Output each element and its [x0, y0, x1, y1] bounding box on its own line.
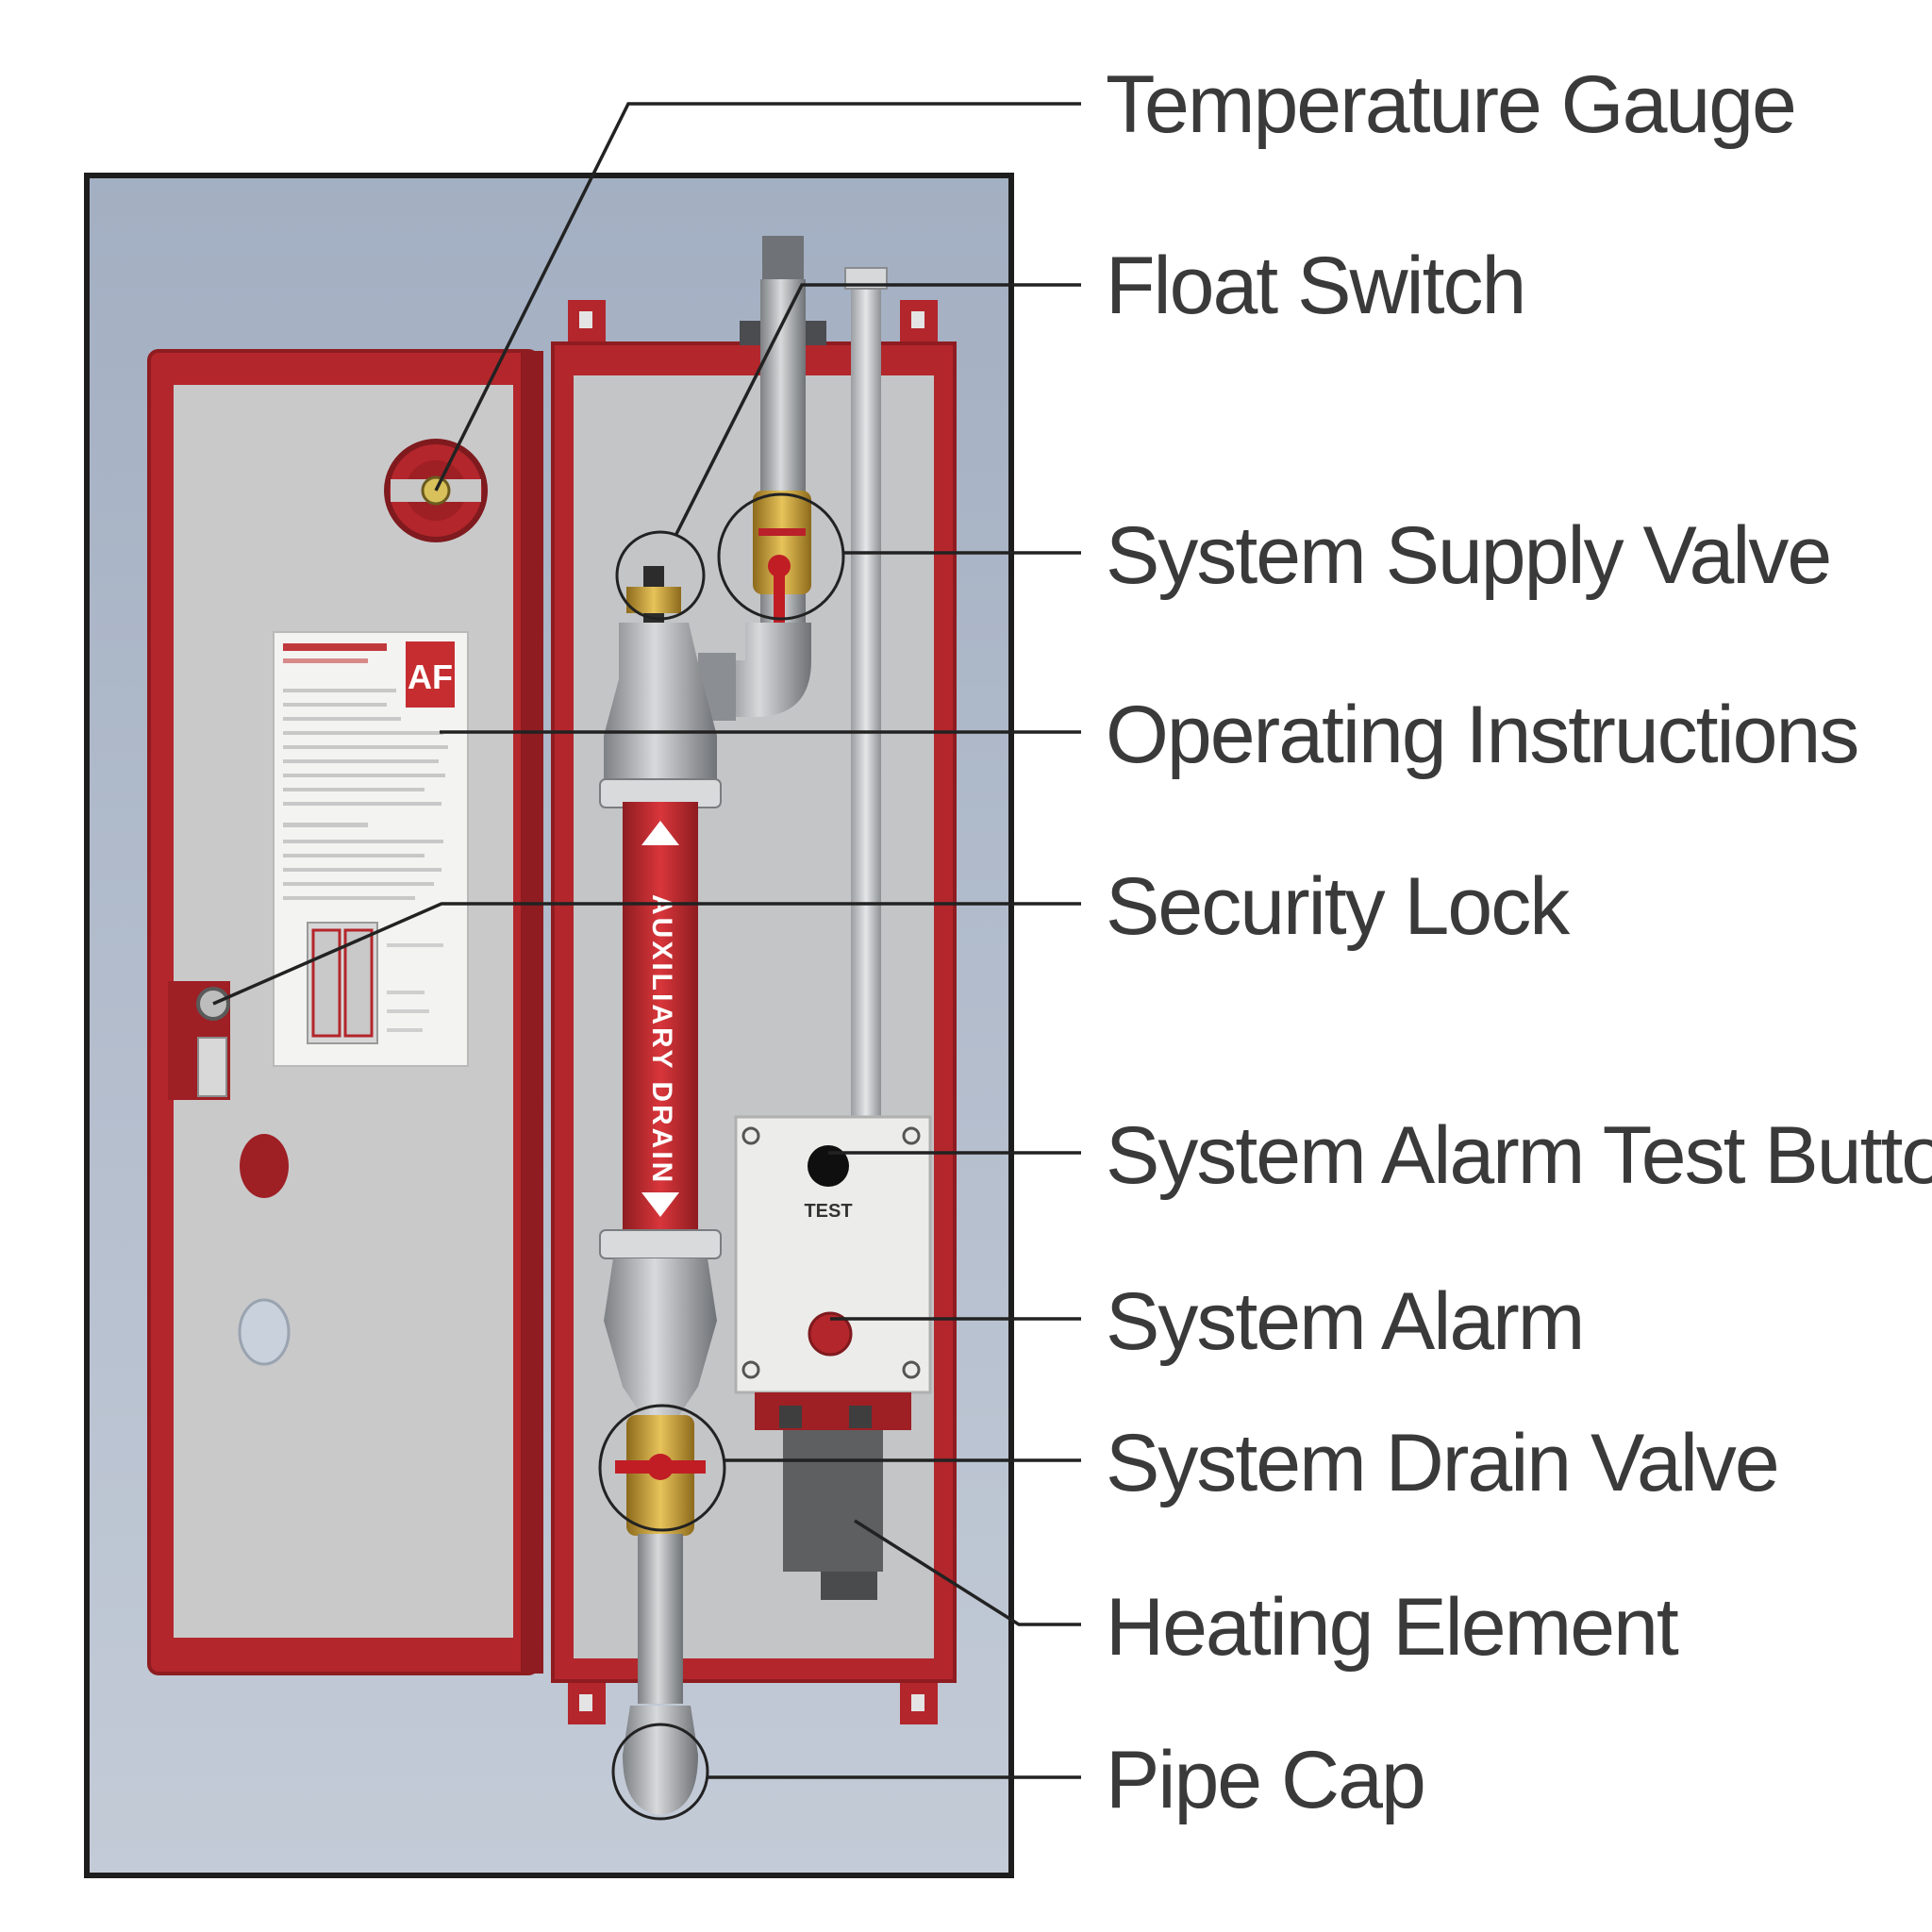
leader-heating-element — [854, 1519, 1081, 1626]
door-light-indicator — [238, 1298, 291, 1366]
label-float-switch: Float Switch — [1106, 241, 1524, 331]
label-system-drain-valve: System Drain Valve — [1106, 1418, 1778, 1508]
conduit — [851, 268, 881, 1117]
leader-float-switch — [674, 283, 1081, 537]
drain-valve-ring — [598, 1404, 726, 1532]
supply-valve-ring — [717, 492, 845, 621]
label-system-supply-valve: System Supply Valve — [1106, 510, 1830, 601]
heating-element-icon — [783, 1430, 883, 1600]
logo-text: AF — [408, 658, 453, 696]
label-system-alarm: System Alarm — [1106, 1276, 1583, 1367]
operating-instructions-sheet: AF — [273, 631, 469, 1067]
float-switch-ring — [615, 530, 706, 621]
leader-temperature-gauge — [434, 102, 1081, 491]
system-alarm-light-icon — [808, 1311, 853, 1357]
cabinet-door: AF — [147, 349, 543, 1675]
label-security-lock: Security Lock — [1106, 861, 1571, 952]
label-pipe-cap: Pipe Cap — [1106, 1735, 1424, 1825]
alarm-test-button-label: TEST — [804, 1201, 852, 1222]
label-heating-element: Heating Element — [1106, 1582, 1679, 1673]
leader-security-lock — [212, 902, 1081, 1006]
label-temperature-gauge: Temperature Gauge — [1106, 59, 1795, 150]
supply-pipe — [698, 236, 826, 721]
label-operating-instructions: Operating Instructions — [1106, 690, 1857, 780]
label-system-alarm-test-button: System Alarm Test Button — [1106, 1110, 1932, 1201]
pipe-cap-ring — [611, 1723, 709, 1821]
alarm-box: TEST — [734, 1115, 932, 1430]
auxiliary-drain-pipe: AUXILIARY DRAIN — [599, 566, 722, 1815]
auxiliary-drain-label: AUXILIARY DRAIN — [646, 894, 677, 1185]
door-red-indicator — [240, 1134, 289, 1198]
alarm-test-button-icon[interactable] — [808, 1145, 849, 1187]
